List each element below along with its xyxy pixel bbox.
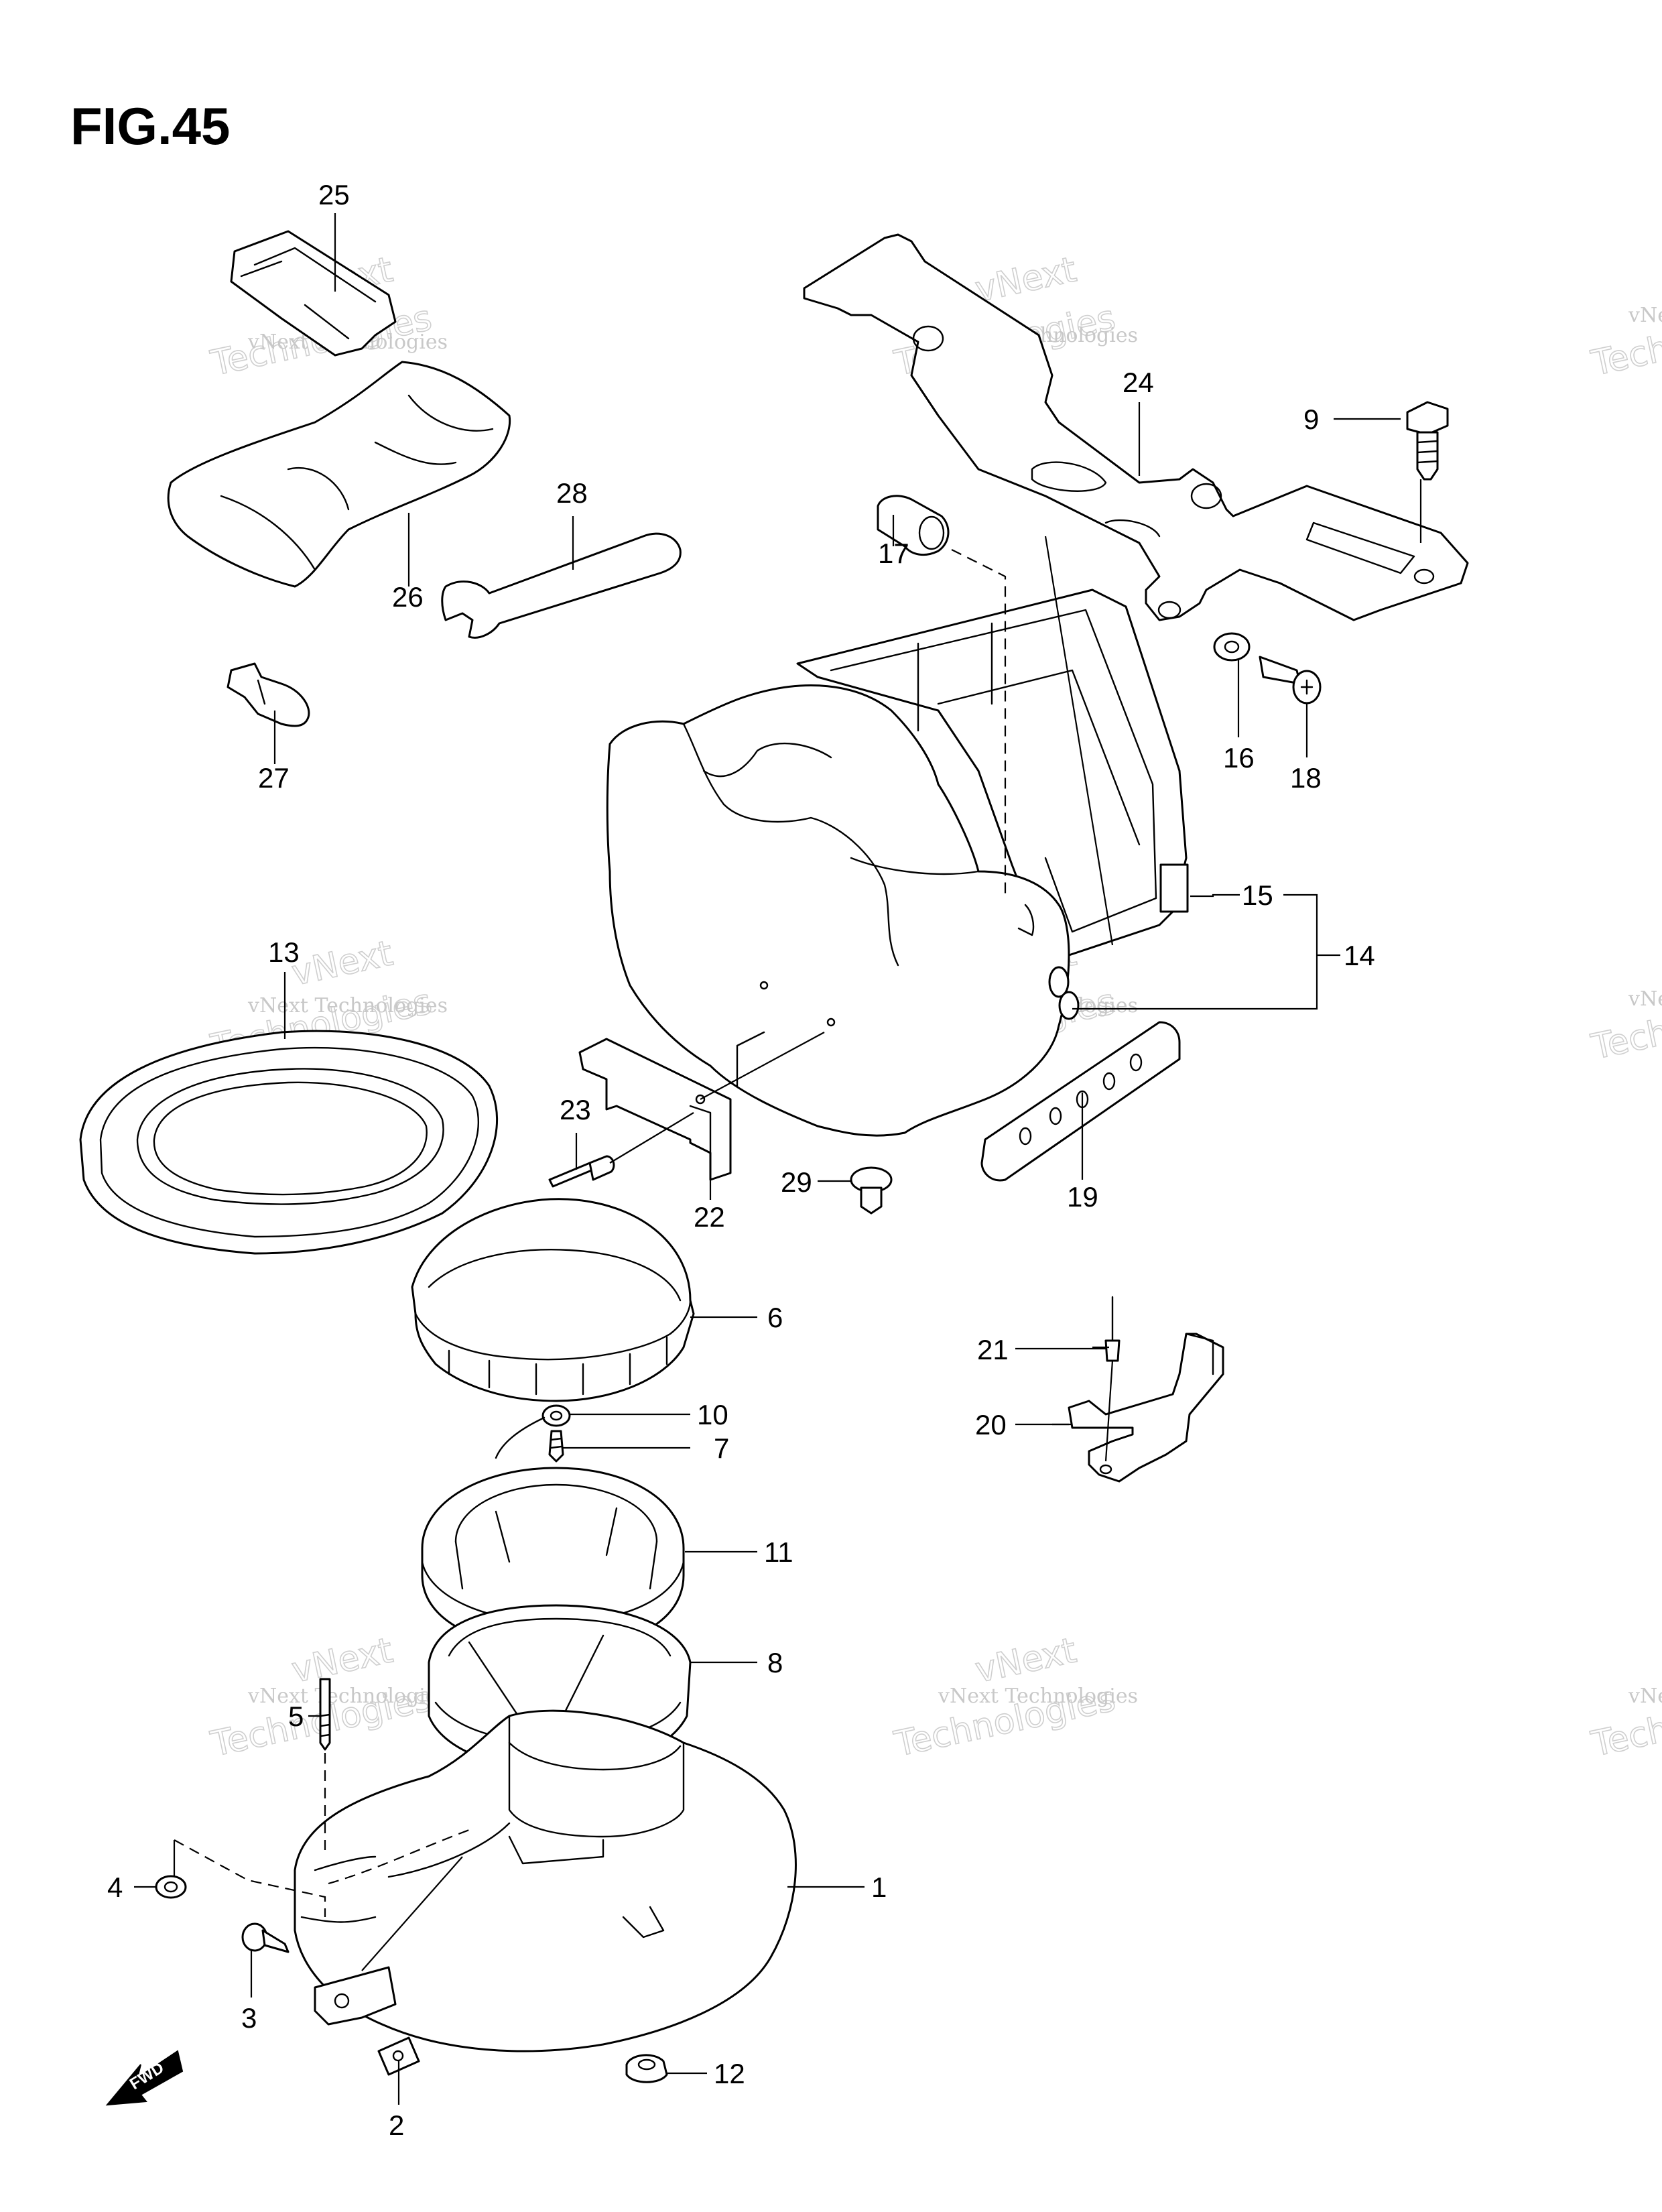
- part-5-stud: [319, 1678, 331, 1751]
- part-25-strap: [230, 230, 397, 357]
- svg-text:vNext: vNext: [972, 1630, 1080, 1691]
- callout-5: 5: [288, 1701, 304, 1732]
- svg-text:vNext Technologies: vNext Technologies: [1628, 304, 1662, 327]
- callout-11: 11: [764, 1536, 793, 1568]
- part-20-bracket: [1068, 1333, 1224, 1483]
- callout-10: 10: [697, 1399, 728, 1430]
- callout-8: 8: [767, 1647, 783, 1678]
- part-10-clip: [541, 1404, 571, 1427]
- callout-19: 19: [1067, 1181, 1098, 1213]
- part-17-sleeve: [877, 495, 950, 556]
- callout-3: 3: [241, 2002, 257, 2034]
- figure-title: FIG.45: [70, 97, 230, 156]
- part-17-install-line: [951, 549, 1007, 898]
- callout-21: 21: [977, 1334, 1009, 1365]
- part-6-cap: [411, 1198, 695, 1402]
- part-7-screw: [548, 1430, 564, 1463]
- callout-13: 13: [268, 936, 300, 968]
- part-4-nut: [155, 1875, 187, 1899]
- part-21-rivet: [1104, 1296, 1121, 1362]
- callout-23: 23: [560, 1094, 591, 1125]
- callout-16: 16: [1223, 742, 1255, 774]
- part-23-rivet: [548, 1155, 615, 1188]
- callouts: 25 26 28 27 24 9 17 16 18 15 14 19 22 23…: [107, 179, 1375, 2141]
- callout-1: 1: [871, 1871, 887, 1903]
- part-10-wire: [495, 1416, 546, 1459]
- leader-lines: [134, 213, 1401, 2105]
- svg-text:vNext: vNext: [288, 933, 396, 993]
- part-24-install-line: [1044, 536, 1114, 946]
- watermark-low-right: Technologies vNext Technologies: [1587, 1678, 1662, 1766]
- callout-12: 12: [714, 2058, 745, 2089]
- part-1-tab: [314, 1966, 397, 2026]
- callout-14: 14: [1344, 940, 1375, 971]
- part-4-install-line: [174, 1839, 326, 1917]
- svg-text:vNext: vNext: [972, 249, 1080, 310]
- part-3-screw: [241, 1922, 290, 1953]
- fwd-arrow-icon: FWD: [105, 2050, 184, 2106]
- part-19-strap-plate: [980, 1021, 1181, 1182]
- callout-29: 29: [781, 1166, 812, 1198]
- callout-25: 25: [318, 179, 350, 210]
- callout-6: 6: [767, 1302, 783, 1333]
- callout-9: 9: [1303, 404, 1319, 435]
- callout-18: 18: [1290, 762, 1322, 794]
- callout-26: 26: [392, 581, 424, 613]
- callout-27: 27: [258, 762, 290, 794]
- callout-22: 22: [694, 1201, 725, 1233]
- svg-text:vNext Technologies: vNext Technologies: [247, 1684, 448, 1708]
- part-22-bracket: [578, 1038, 732, 1181]
- part-12-grommet: [625, 2054, 668, 2083]
- part-23-lead: [609, 1112, 694, 1164]
- part-26-cover: [167, 361, 511, 588]
- svg-text:vNext Technologies: vNext Technologies: [1628, 987, 1662, 1011]
- watermark-top-right: Technologies vNext Technologies: [1587, 298, 1662, 385]
- svg-text:vNext Technologies: vNext Technologies: [1628, 1684, 1662, 1708]
- part-21-install-line: [1104, 1360, 1114, 1462]
- part-1-hose-line: [361, 1856, 463, 1971]
- callout-15: 15: [1242, 879, 1273, 911]
- watermark-low-center: vNext Technologies vNext Technologies: [890, 1630, 1138, 1766]
- callout-7: 7: [714, 1432, 729, 1464]
- callout-17: 17: [878, 538, 909, 569]
- part-27-plug: [227, 662, 310, 727]
- part-22-install-line: [700, 1032, 825, 1100]
- part-14-box-body: [606, 684, 1070, 1137]
- callout-2: 2: [389, 2109, 404, 2141]
- part-24-bracket: [803, 233, 1469, 621]
- svg-text:vNext: vNext: [288, 1630, 396, 1691]
- callout-4: 4: [107, 1871, 123, 1903]
- part-1-housing: [294, 1709, 797, 2052]
- callout-20: 20: [975, 1409, 1007, 1440]
- part-14-grommet: [1048, 966, 1080, 1020]
- part-13-gasket: [79, 1030, 499, 1255]
- svg-text:vNext Technologies: vNext Technologies: [247, 994, 448, 1018]
- watermark-mid-right: Technologies vNext Technologies: [1587, 981, 1662, 1068]
- part-16-washer: [1213, 632, 1251, 662]
- part-29-push-pin: [850, 1166, 893, 1215]
- callout-28: 28: [556, 477, 588, 509]
- part-18-screw: [1259, 656, 1322, 704]
- callout-24: 24: [1123, 367, 1154, 398]
- part-28-wrench: [441, 532, 682, 639]
- part-15-lid: [796, 589, 1189, 960]
- part-9-bolt: [1406, 401, 1449, 481]
- svg-text:vNext Technologies: vNext Technologies: [938, 1684, 1138, 1708]
- part-2-clip: [377, 2036, 420, 2076]
